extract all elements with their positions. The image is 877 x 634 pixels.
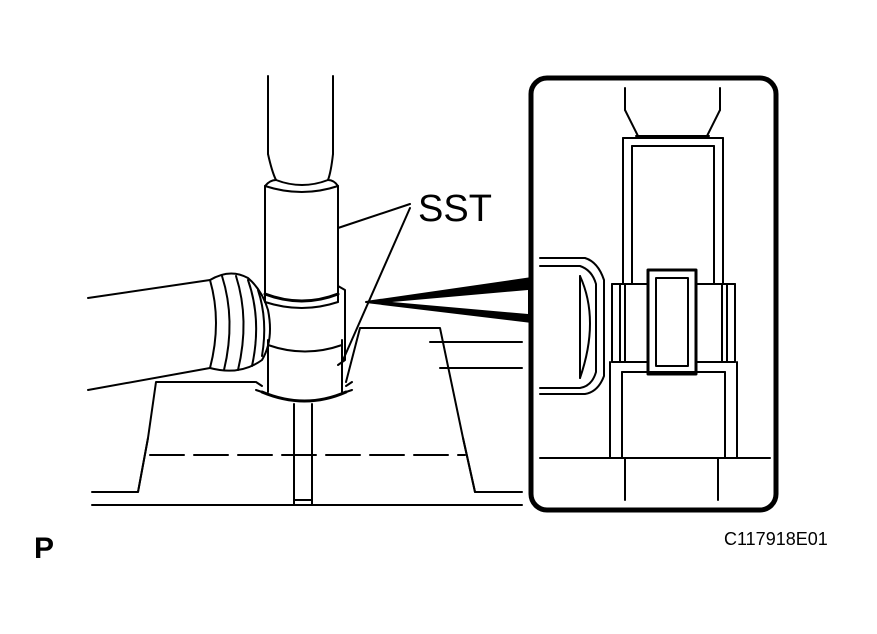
detail-inset <box>531 78 776 510</box>
shaft <box>294 404 312 505</box>
sst-label: SST <box>418 188 492 230</box>
sst-upper-sleeve <box>265 180 338 301</box>
drive-shaft-boot <box>88 273 270 390</box>
housing-body <box>92 328 522 505</box>
sst-leader-lines <box>338 204 410 360</box>
detail-pointer <box>366 278 532 322</box>
view-label: P <box>34 532 55 565</box>
press-rod <box>268 76 333 185</box>
figure-code: C117918E01 <box>724 529 828 549</box>
sst-lower-receiver <box>256 286 352 401</box>
